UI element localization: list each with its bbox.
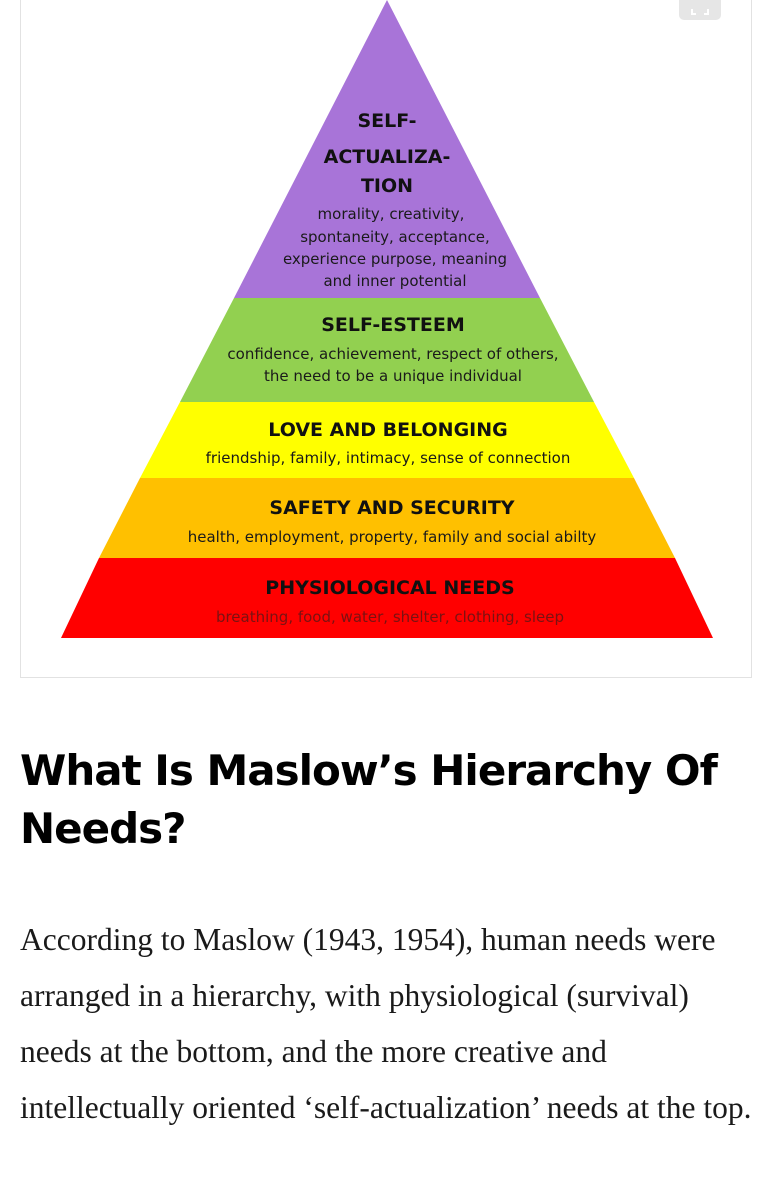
level-description: confidence, achievement, respect of othe… (227, 345, 558, 363)
article-paragraph: According to Maslow (1943, 1954), human … (20, 922, 752, 1125)
expand-icon (691, 9, 709, 15)
level-description: breathing, food, water, shelter, clothin… (216, 608, 564, 626)
expand-image-button[interactable] (679, 0, 721, 20)
level-title: PHYSIOLOGICAL NEEDS (265, 577, 514, 599)
tier-safety-security (99, 478, 675, 558)
level-title: SELF-ESTEEM (321, 314, 465, 336)
level-title: SELF- (357, 110, 416, 132)
tier-love-belonging (140, 402, 634, 478)
level-description: spontaneity, acceptance, (300, 228, 490, 246)
level-title: ACTUALIZA- (324, 146, 451, 168)
level-description: and inner potential (323, 272, 466, 290)
level-title: SAFETY AND SECURITY (269, 497, 514, 519)
level-description: morality, creativity, (318, 205, 465, 223)
maslow-pyramid: SELF- ACTUALIZA- TION morality, creativi… (61, 0, 713, 638)
level-description: friendship, family, intimacy, sense of c… (206, 449, 571, 467)
level-title: TION (361, 175, 413, 197)
level-description: the need to be a unique individual (264, 367, 522, 385)
level-description: experience purpose, meaning (283, 250, 507, 268)
level-description: health, employment, property, family and… (188, 528, 597, 546)
article-heading: What Is Maslow’s Hierarchy Of Needs? (20, 746, 718, 853)
tier-physiological (61, 558, 713, 638)
level-title: LOVE AND BELONGING (268, 419, 507, 441)
tier-self-actualization (234, 0, 540, 298)
tier-self-esteem (180, 298, 594, 402)
